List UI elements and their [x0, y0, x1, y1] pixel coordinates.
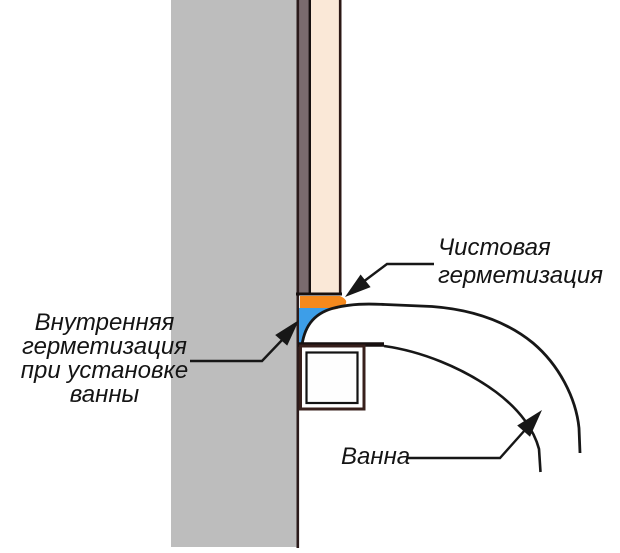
- callout-leaders: [190, 262, 542, 460]
- finish-seal-arrow-icon: [345, 274, 371, 297]
- wall-section: [171, 0, 297, 547]
- support-profile-inner: [305, 351, 359, 405]
- internal-seal-leader-line: [190, 338, 284, 363]
- adhesive-layer: [297, 0, 310, 295]
- bathtub-leader-line: [408, 429, 526, 460]
- finish-seal-label-line2: герметизация: [438, 262, 603, 289]
- bathtub-arrow-icon: [517, 410, 542, 437]
- internal-seal-label-line4: ванны: [69, 381, 140, 408]
- bathtub-label: Ванна: [341, 443, 411, 470]
- bathtub-rim-top-curve: [300, 302, 582, 454]
- finish-seal-leader-line: [362, 262, 434, 283]
- internal-seal-label-line2: герметизация: [22, 333, 187, 360]
- internal-seal-label-line1: Внутренняя: [34, 309, 175, 336]
- internal-seal-arrow-icon: [275, 320, 299, 346]
- tile-layer: [310, 0, 340, 295]
- bathtub-rim-under-curve: [383, 344, 542, 473]
- internal-seal-label-line3: при установке: [20, 357, 189, 384]
- bathtub-outline: [298, 302, 582, 473]
- internal-seal-label: Внутренняя герметизация при установке ва…: [6, 311, 203, 407]
- internal-sealant-bead: [299, 308, 334, 345]
- finish-seal-label-line1: Чистовая: [438, 234, 551, 261]
- finish-seal-label: Чистовая герметизация: [438, 234, 603, 290]
